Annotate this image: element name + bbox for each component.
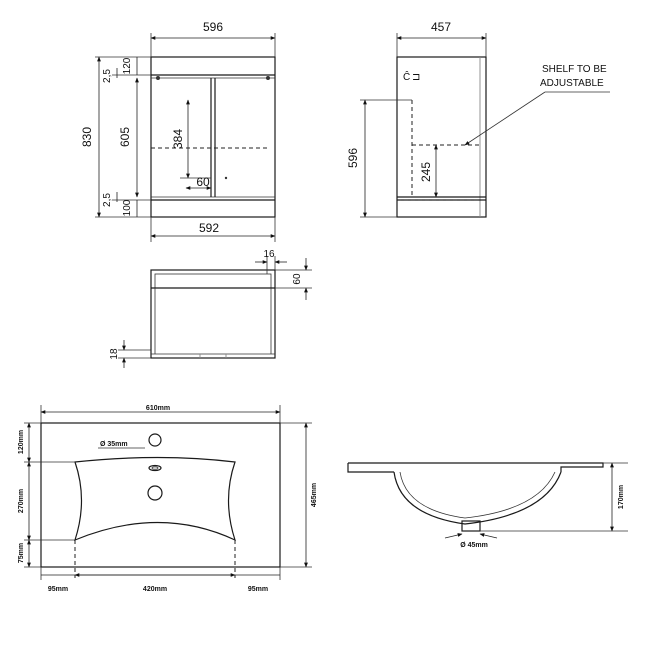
side-depth: 457 (431, 20, 451, 34)
side-height: 596 (346, 148, 360, 168)
front-height-doors: 605 (118, 127, 132, 147)
drawer-bottom-thickness: 18 (109, 348, 120, 360)
basin-plan: Ø 35mm 610mm 465mm 120mm 270mm 75mm 95mm… (18, 405, 318, 593)
basin-bowl-width: 420mm (143, 586, 167, 593)
side-shelf-dim: 245 (419, 162, 433, 182)
basin-depth: 465mm (311, 483, 318, 507)
basin-section-height: 170mm (618, 485, 625, 509)
svg-text:⊐: ⊐ (412, 72, 420, 83)
front-top-rail-dim: 120 (122, 57, 133, 74)
front-bottom-gap: 2,5 (102, 193, 113, 207)
overflow (148, 464, 162, 472)
hinge-icon: Ĉ (403, 70, 410, 83)
drawer-top-rail: 60 (292, 273, 303, 285)
side-view: Ĉ ⊐ 457 596 245 SHELF TO BE ADJUSTABLE (346, 20, 610, 218)
shelf-note-line1: SHELF TO BE (542, 64, 607, 75)
drawer-view: 16 60 18 (109, 249, 312, 368)
front-height-total: 830 (80, 127, 94, 147)
front-width-bottom: 592 (199, 221, 219, 235)
basin-section: 170mm Ø 45mm (347, 462, 628, 549)
basin-section-bowl (393, 471, 562, 525)
drawer-panel-thickness: 16 (263, 249, 275, 260)
waste-diameter: Ø 45mm (460, 542, 488, 549)
tap-hole-label: Ø 35mm (100, 441, 128, 448)
basin-width: 610mm (146, 405, 170, 412)
basin-section-top (348, 462, 604, 472)
drawer-carcass (150, 269, 276, 359)
basin-outline (40, 422, 281, 568)
basin-left-margin: 95mm (48, 586, 68, 593)
front-shelf-dim: 384 (171, 129, 185, 149)
waste-hole (147, 485, 163, 501)
basin-front-margin: 75mm (18, 543, 25, 563)
front-top-gap: 2,5 (102, 69, 113, 83)
basin-bowl-length: 270mm (18, 489, 25, 513)
front-width-top: 596 (203, 20, 223, 34)
tap-hole (148, 433, 162, 447)
front-plinth-dim: 100 (122, 199, 133, 216)
basin-right-margin: 95mm (248, 586, 268, 593)
waste-outlet (461, 520, 481, 532)
basin-back-margin: 120mm (18, 430, 25, 454)
front-carcass (150, 56, 276, 218)
basin-bowl (74, 456, 236, 542)
front-view: 596 592 830 605 2,5 120 2,5 100 384 (80, 20, 276, 242)
shelf-note-line2: ADJUSTABLE (540, 78, 604, 89)
front-handle-dim: 60 (196, 175, 210, 189)
side-carcass (396, 56, 487, 218)
